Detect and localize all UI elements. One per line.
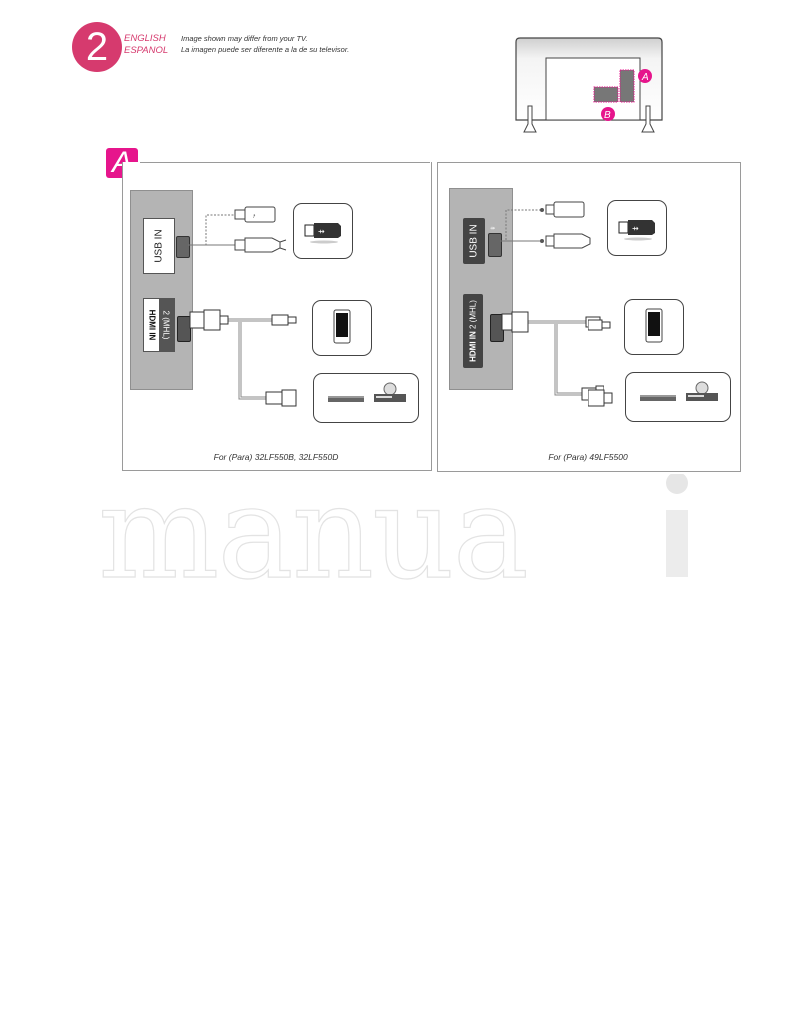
- usb-cable-plug-icon: [234, 237, 287, 253]
- disclaimer-spanish: La imagen puede ser diferente a la de su…: [181, 45, 350, 54]
- smartphone-icon: [645, 308, 663, 343]
- marker-b-label: B: [604, 110, 611, 121]
- media-player-device: [625, 372, 731, 422]
- hdmi-plug-end-icon: [588, 389, 613, 407]
- usb-drive-icon: ⇸: [304, 223, 341, 244]
- svg-text:manua: manua: [98, 474, 527, 584]
- watermark-manuali: manua: [98, 474, 688, 584]
- hdmi-port: [177, 316, 191, 342]
- step-number-badge: 2: [72, 22, 122, 72]
- set-top-box-disc-player-icon: [640, 381, 718, 401]
- micro-usb-plug-icon: [271, 314, 297, 326]
- usb-stick-small-icon: ⭎: [234, 206, 276, 223]
- panel-caption-left: For (Para) 32LF550B, 32LF550D: [213, 452, 339, 462]
- hdmi-in-label: HDMI IN 2 (MHL): [143, 298, 175, 352]
- cable-diagram-left: ⭎: [188, 206, 297, 407]
- usb-in-label: USB IN: [143, 218, 175, 274]
- usb-port: [176, 236, 190, 258]
- hdmi-plug-end-icon: [265, 389, 297, 407]
- marker-a-label: A: [641, 72, 649, 83]
- hdmi-plug-icon: [189, 309, 229, 331]
- usb-drive-device: ⇸: [293, 203, 353, 259]
- smartphone-device: [312, 300, 372, 356]
- svg-text:⭎: ⭎: [253, 213, 256, 220]
- language-english: ENGLISH: [124, 33, 166, 44]
- micro-usb-plug-icon: [588, 319, 611, 331]
- cable-diagram-right: [500, 201, 604, 403]
- usb-drive-icon: ⇸: [618, 220, 655, 241]
- panel-top-border: [140, 162, 430, 163]
- usb-port: [488, 233, 502, 257]
- usb-in-label: USB IN: [463, 218, 485, 264]
- usb-symbol-icon: ⇸: [490, 226, 496, 232]
- panel-caption-right: For (Para) 49LF5500: [548, 452, 628, 462]
- usb-drive-device: ⇸: [607, 200, 667, 256]
- svg-text:⇸: ⇸: [632, 224, 639, 233]
- tv-back-diagram: A B: [515, 37, 663, 133]
- smartphone-device: [624, 299, 684, 355]
- smartphone-icon: [333, 309, 351, 344]
- set-top-box-disc-player-icon: [328, 382, 406, 402]
- hdmi-in-label: HDMI IN 2 (MHL): [463, 294, 483, 368]
- media-player-device: [313, 373, 419, 423]
- disclaimer-english: Image shown may differ from your TV.: [181, 34, 308, 43]
- language-spanish: ESPANOL: [124, 45, 169, 56]
- svg-text:⇸: ⇸: [318, 227, 325, 236]
